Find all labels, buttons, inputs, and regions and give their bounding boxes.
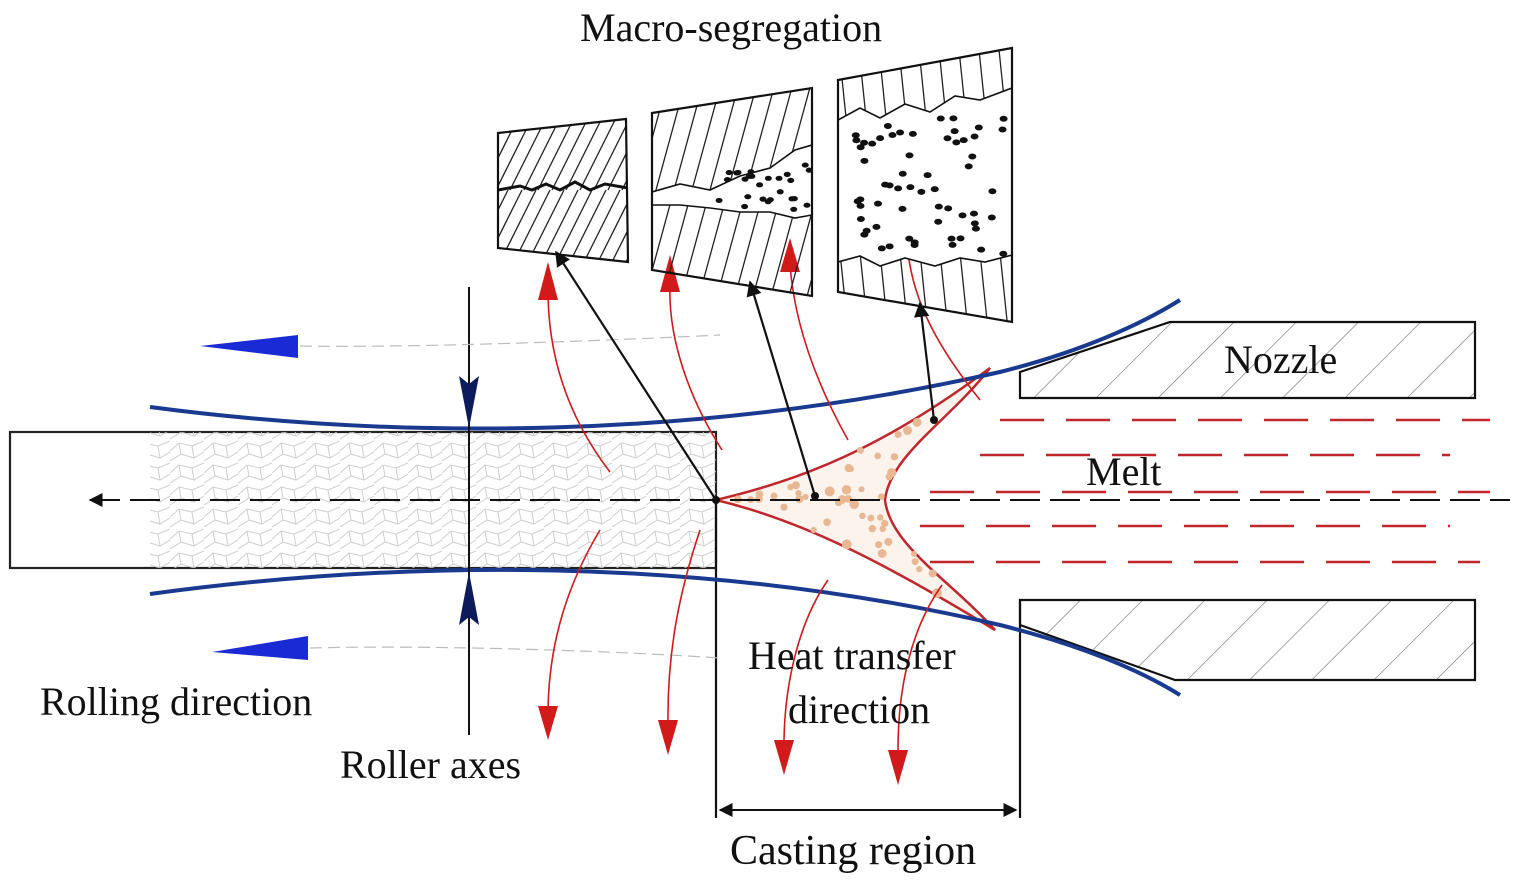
roller-axes — [459, 287, 479, 735]
lower-roll — [149, 567, 1182, 697]
roller-axis-upper-arrowhead — [459, 376, 479, 428]
heat-transfer-arrowheads — [538, 215, 917, 785]
nozzle-label: Nozzle — [1224, 337, 1338, 382]
nozzle — [1018, 320, 1477, 682]
inset-pointers — [555, 250, 936, 501]
upper-roll — [149, 298, 1182, 431]
nozzle-lower — [1018, 598, 1477, 682]
melt-flow-lines — [920, 418, 1490, 564]
rolling-direction-arrows — [200, 334, 721, 660]
macro-segregation-label: Macro-segregation — [580, 5, 883, 50]
pointer-inset-centerline — [746, 280, 817, 497]
heat-transfer-label-line2: direction — [788, 687, 931, 732]
inset-equiaxed — [836, 46, 1014, 324]
heat-transfer-label-line1: Heat transfer — [748, 633, 956, 678]
heat-transfer-arrows — [547, 239, 981, 751]
rolling-direction-label: Rolling direction — [40, 679, 313, 724]
pointer-inset-equiaxed — [914, 301, 936, 421]
solid-particles — [733, 417, 942, 599]
casting-region-label: Casting region — [730, 828, 977, 874]
inset-centerline — [650, 86, 814, 298]
blue-arrow-lower — [212, 636, 308, 660]
roller-axes-label: Roller axes — [340, 742, 522, 787]
nozzle-upper — [1018, 320, 1477, 400]
pointer-inset-crack — [555, 250, 717, 501]
roller-axis-lower-arrowhead — [459, 572, 479, 625]
blue-arrow-upper — [200, 335, 298, 358]
rolls — [149, 298, 1182, 697]
melt-label: Melt — [1086, 449, 1162, 494]
casting-region-box — [714, 500, 1022, 818]
